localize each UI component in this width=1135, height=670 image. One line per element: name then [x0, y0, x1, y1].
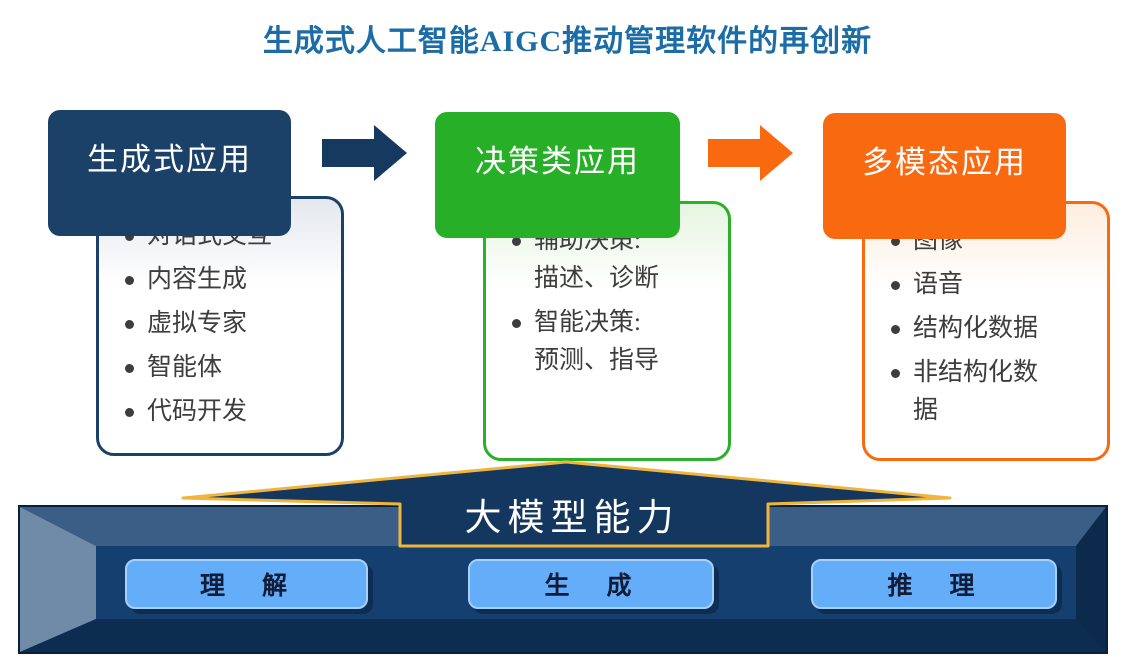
bullet-icon — [125, 408, 134, 417]
bullet-icon — [891, 369, 900, 378]
header-box-multimodal: 多模态应用 — [823, 113, 1066, 239]
bullet-icon — [512, 319, 521, 328]
bullet-icon — [125, 364, 134, 373]
capability-understanding: 理 解 — [125, 559, 368, 609]
list-item: 虚拟专家 — [125, 305, 331, 343]
header-label-decision: 决策类应用 — [475, 144, 640, 179]
header-label-generative: 生成式应用 — [87, 142, 252, 177]
header-box-generative: 生成式应用 — [48, 110, 291, 236]
up-arrow-shape — [181, 460, 952, 548]
big-model-capability-label: 大模型能力 — [465, 497, 680, 539]
capability-generation: 生 成 — [468, 559, 714, 609]
right-arrow-icon-navy — [322, 125, 407, 181]
right-arrow-icon-orange — [708, 125, 793, 181]
decision-list: 辅助决策:描述、诊断 智能决策:预测、指导 — [486, 204, 728, 380]
bullet-icon — [125, 320, 134, 329]
bullet-icon — [891, 237, 900, 246]
big-model-capability-arrow: 大模型能力 — [181, 460, 952, 548]
header-box-decision: 决策类应用 — [435, 112, 680, 238]
list-item: 智能体 — [125, 349, 331, 387]
header-label-multimodal: 多模态应用 — [862, 145, 1027, 180]
list-item: 代码开发 — [125, 393, 331, 431]
panel-multimodal-items: 图像 语音 结构化数据 非结构化数据 — [862, 201, 1110, 461]
platform-left-face — [20, 507, 96, 652]
bullet-icon — [125, 276, 134, 285]
capability-reasoning: 推 理 — [811, 559, 1057, 609]
list-item: 结构化数据 — [891, 310, 1097, 348]
page-title: 生成式人工智能AIGC推动管理软件的再创新 — [262, 25, 873, 58]
bullet-icon — [891, 325, 900, 334]
list-item: 语音 — [891, 266, 1097, 304]
list-item: 内容生成 — [125, 261, 331, 299]
list-item: 智能决策:预测、指导 — [512, 304, 718, 380]
bullet-icon — [891, 281, 900, 290]
multimodal-list: 图像 语音 结构化数据 非结构化数据 — [865, 204, 1107, 430]
platform-right-face — [1076, 507, 1106, 652]
bullet-icon — [125, 232, 134, 241]
bullet-icon — [512, 237, 521, 246]
panel-decision-items: 辅助决策:描述、诊断 智能决策:预测、指导 — [483, 201, 731, 461]
list-item: 非结构化数据 — [891, 354, 1097, 430]
platform-bottom-face — [20, 619, 1106, 652]
